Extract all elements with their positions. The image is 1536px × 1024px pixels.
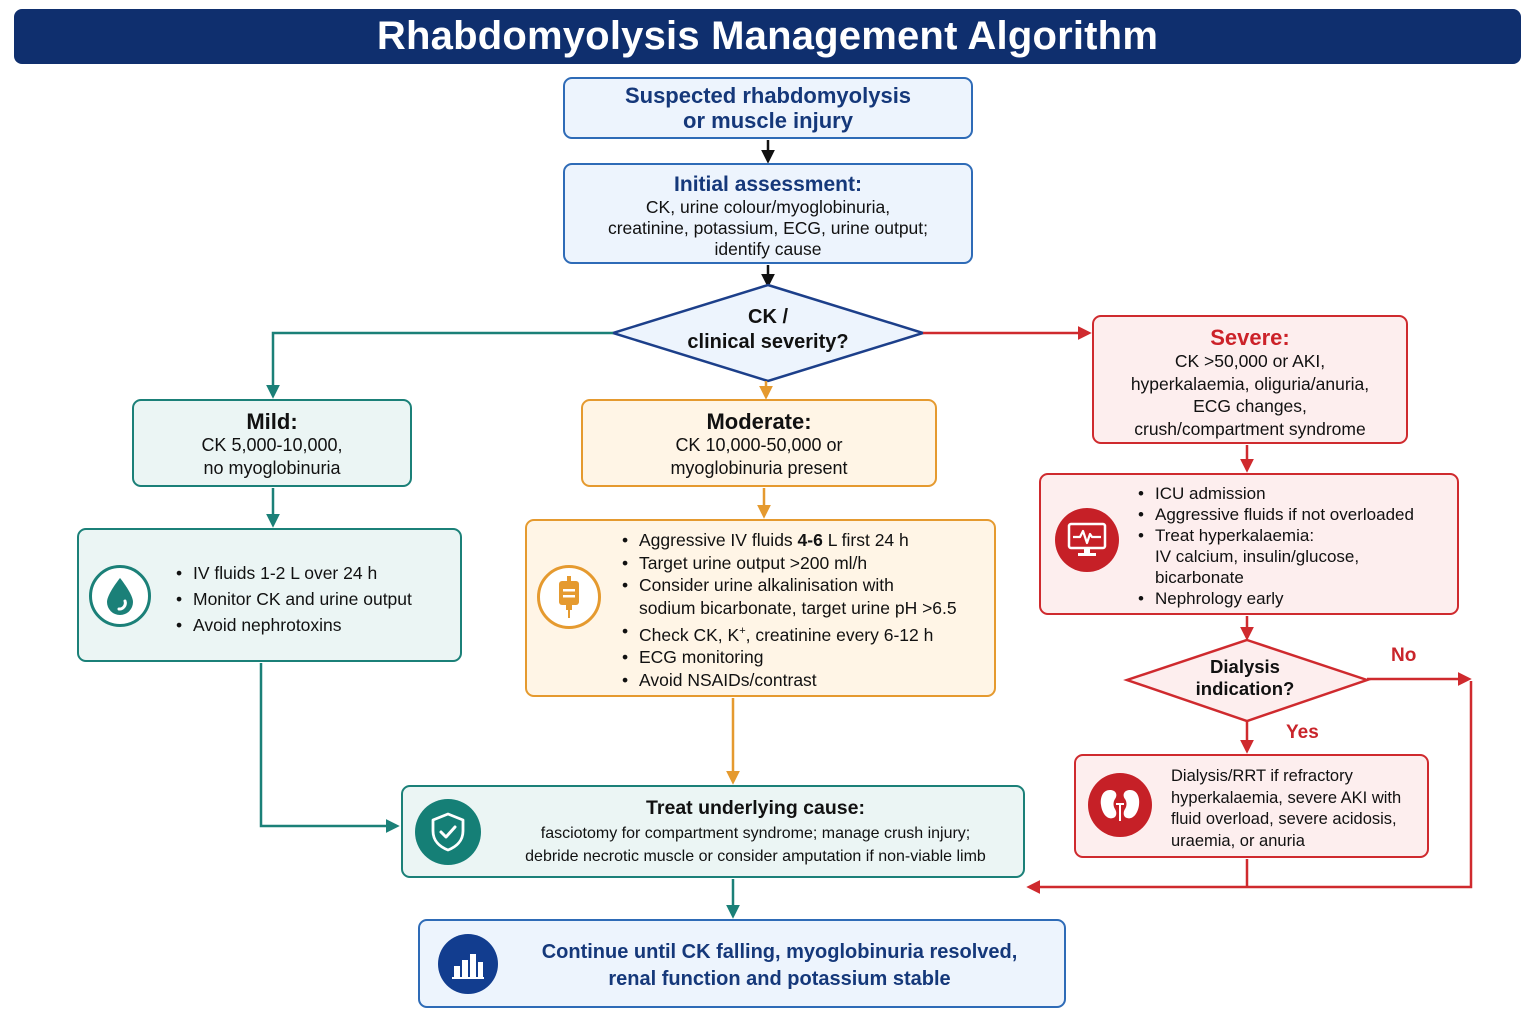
- severe-criteria-line: ECG changes,: [1193, 396, 1307, 416]
- no-branch-label: No: [1391, 645, 1417, 666]
- dialysis-line: hyperkalaemia, severe AKI with: [1171, 788, 1402, 807]
- underlying-cause-text: fasciotomy for compartment syndrome; man…: [498, 822, 1013, 868]
- severe-criteria-line: crush/compartment syndrome: [1134, 418, 1366, 439]
- severity-decision-label: CK / clinical severity?: [640, 305, 896, 355]
- arrow-mild-to-cause: [259, 663, 400, 833]
- moderate-criteria-line: myoglobinuria present: [670, 458, 848, 478]
- kidneys-icon: [1088, 773, 1152, 837]
- dialysis-decision-line-1: Dialysis: [1210, 656, 1280, 677]
- dialysis-line: uraemia, or anuria: [1171, 831, 1305, 850]
- continue-box: Continue until CK falling, myoglobinuria…: [418, 919, 1066, 1008]
- list-item-text: Consider urine alkalinisation with: [639, 575, 894, 596]
- fluid-volume-text: 4-6: [797, 530, 823, 550]
- list-item-text: , creatinine every 6-12 h: [745, 624, 934, 645]
- continue-line: Continue until CK falling, myoglobinuria…: [541, 941, 1018, 963]
- list-item: Treat hyperkalaemia: IV calcium, insulin…: [1135, 525, 1414, 588]
- continue-text: Continue until CK falling, myoglobinuria…: [515, 939, 1044, 993]
- mild-criteria-line: no myoglobinuria: [203, 458, 341, 478]
- list-item: Consider urine alkalinisation with sodiu…: [619, 574, 957, 619]
- list-item-text: Aggressive IV fluids: [639, 530, 798, 550]
- list-item: Aggressive fluids if not overloaded: [1135, 504, 1414, 525]
- list-item-text: IV calcium, insulin/glucose,: [1155, 547, 1360, 566]
- list-item-text: Treat hyperkalaemia:: [1155, 526, 1315, 545]
- underlying-cause-line: fasciotomy for compartment syndrome; man…: [540, 825, 971, 842]
- initial-assessment-heading: Initial assessment:: [674, 173, 862, 196]
- list-item: IV fluids 1-2 L over 24 h: [173, 560, 412, 586]
- moderate-box: Moderate: CK 10,000-50,000 or myoglobinu…: [581, 399, 937, 487]
- initial-assessment-box: Initial assessment: CK, urine colour/myo…: [563, 163, 973, 264]
- shield-check-icon: [415, 799, 481, 865]
- initial-assessment-line: CK, urine colour/myoglobinuria,: [645, 197, 891, 217]
- initial-assessment-line: creatinine, potassium, ECG, urine output…: [607, 218, 929, 238]
- dialysis-decision-line-2: indication?: [1195, 678, 1295, 699]
- water-drop-icon: [89, 565, 151, 627]
- severity-decision-line-2: clinical severity?: [687, 331, 849, 353]
- mild-criteria-line: CK 5,000-10,000,: [201, 435, 343, 455]
- list-item: Avoid nephrotoxins: [173, 612, 412, 638]
- dialysis-line: fluid overload, severe acidosis,: [1171, 810, 1397, 828]
- mild-treatment-list: IV fluids 1-2 L over 24 h Monitor CK and…: [173, 560, 412, 638]
- start-line-1: Suspected rhabdomyolysis: [624, 83, 912, 108]
- superscript-text: +: [739, 624, 746, 637]
- moderate-heading: Moderate:: [706, 409, 812, 434]
- heart-monitor-icon: [1055, 508, 1119, 572]
- severe-box: Severe: CK >50,000 or AKI, hyperkalaemia…: [1092, 315, 1408, 444]
- list-item-text: sodium bicarbonate, target urine pH >6.5: [639, 598, 957, 619]
- list-item: Monitor CK and urine output: [173, 586, 412, 612]
- iv-bag-icon: [537, 565, 601, 629]
- severe-heading: Severe:: [1210, 325, 1290, 350]
- start-box: Suspected rhabdomyolysis or muscle injur…: [563, 77, 973, 139]
- arrow-to-mild: [266, 331, 613, 399]
- dialysis-decision-label: Dialysis indication?: [1150, 656, 1340, 700]
- list-item-text: bicarbonate: [1155, 568, 1244, 587]
- severe-criteria-line: hyperkalaemia, oliguria/anuria,: [1130, 373, 1370, 394]
- underlying-cause-line: debride necrotic muscle or consider ampu…: [525, 848, 986, 865]
- continue-line: renal function and potassium stable: [608, 968, 951, 990]
- underlying-cause-heading: Treat underlying cause:: [646, 797, 865, 819]
- severe-treatment-box: ICU admission Aggressive fluids if not o…: [1039, 473, 1459, 615]
- title-bar: Rhabdomyolysis Management Algorithm: [14, 9, 1521, 64]
- moderate-criteria-line: CK 10,000-50,000 or: [675, 435, 843, 455]
- moderate-treatment-box: Aggressive IV fluids 4-6 L first 24 h Ta…: [525, 519, 996, 697]
- list-item: Target urine output >200 ml/h: [619, 552, 957, 575]
- list-item: Nephrology early: [1135, 588, 1414, 609]
- initial-assessment-line: identify cause: [714, 239, 822, 259]
- moderate-treatment-list: Aggressive IV fluids 4-6 L first 24 h Ta…: [619, 529, 957, 692]
- list-item: Avoid NSAIDs/contrast: [619, 669, 957, 692]
- list-item-text: L first 24 h: [822, 530, 909, 550]
- dialysis-line: Dialysis/RRT if refractory: [1171, 767, 1353, 785]
- underlying-cause-box: Treat underlying cause: fasciotomy for c…: [401, 785, 1025, 878]
- bar-chart-icon: [438, 934, 498, 994]
- dialysis-box: Dialysis/RRT if refractory hyperkalaemia…: [1074, 754, 1429, 858]
- page-title: Rhabdomyolysis Management Algorithm: [376, 14, 1159, 58]
- yes-branch-label: Yes: [1286, 722, 1319, 743]
- dialysis-text: Dialysis/RRT if refractory hyperkalaemia…: [1171, 766, 1401, 852]
- mild-heading: Mild:: [246, 409, 298, 434]
- start-line-2: or muscle injury: [683, 108, 853, 133]
- severe-treatment-list: ICU admission Aggressive fluids if not o…: [1135, 483, 1414, 609]
- list-item-text: Check CK, K: [639, 624, 740, 645]
- list-item: Aggressive IV fluids 4-6 L first 24 h: [619, 529, 957, 552]
- mild-treatment-box: IV fluids 1-2 L over 24 h Monitor CK and…: [77, 528, 462, 662]
- list-item: Check CK, K+, creatinine every 6-12 h: [619, 620, 957, 647]
- list-item: ICU admission: [1135, 483, 1414, 504]
- list-item: ECG monitoring: [619, 646, 957, 669]
- severe-criteria-line: CK >50,000 or AKI,: [1174, 351, 1326, 371]
- severity-decision-line-1: CK /: [748, 306, 788, 328]
- mild-box: Mild: CK 5,000-10,000, no myoglobinuria: [132, 399, 412, 487]
